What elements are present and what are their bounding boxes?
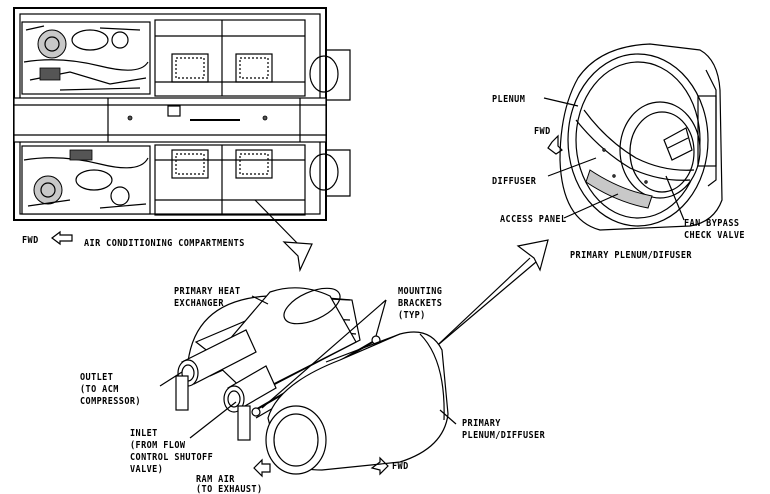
ac-compartments-view <box>13 7 351 273</box>
mounting-brackets-label-line2: BRACKETS <box>398 298 443 309</box>
primary-plenum-difuser-title: PRIMARY PLENUM/DIFUSER <box>570 250 692 261</box>
air-conditioning-compartments-label: AIR CONDITIONING COMPARTMENTS <box>84 238 245 249</box>
plenum-label: PLENUM <box>492 94 526 105</box>
heat-exchanger-assembly <box>159 287 457 478</box>
diffuser-label: DIFFUSER <box>492 176 537 187</box>
fwd-arrow-plenum <box>547 134 563 155</box>
fan-bypass-label-line1: FAN BYPASS <box>684 218 740 229</box>
inlet-label-line4: VALVE) <box>130 464 164 475</box>
fwd-arrow-top-left <box>51 230 73 246</box>
inlet-label-line1: INLET <box>130 428 158 439</box>
fwd-label-top: FWD <box>22 235 39 246</box>
primary-plenum-diffuser-label-line2: PLENUM/DIFFUSER <box>462 430 546 441</box>
access-panel-shape <box>585 169 653 209</box>
primary-heat-exchanger-label-line2: EXCHANGER <box>174 298 224 309</box>
inlet-label-line3: CONTROL SHUTOFF <box>130 452 214 463</box>
inlet-label-line2: (FROM FLOW <box>130 440 186 451</box>
fwd-label-plenum: FWD <box>534 126 551 137</box>
mounting-bracket-1 <box>251 407 261 417</box>
mounting-brackets-label-line3: (TYP) <box>398 310 426 321</box>
outlet-label-line2: (TO ACM <box>80 384 119 395</box>
primary-plenum-diffuser-label-line1: PRIMARY <box>462 418 501 429</box>
lower-pack-heat-exchanger <box>154 144 306 216</box>
fwd-label-bottom: FWD <box>392 461 409 472</box>
plenum-diffuser-detail <box>543 43 723 231</box>
ram-air-arrow <box>253 458 271 478</box>
fwd-arrow-bottom <box>370 456 389 476</box>
callout-arrow-to-heat-exchanger <box>282 241 313 273</box>
ram-air-label-line1: RAM AIR <box>196 474 235 485</box>
outlet-label-line3: COMPRESSOR) <box>80 396 141 407</box>
access-panel-label: ACCESS PANEL <box>500 214 567 225</box>
primary-heat-exchanger-label-line1: PRIMARY HEAT <box>174 286 241 297</box>
ram-air-label-line2: (TO EXHAUST) <box>196 484 263 494</box>
outlet-label-line1: OUTLET <box>80 372 114 383</box>
ram-air-outlet <box>265 405 327 475</box>
mounting-brackets-label-line1: MOUNTING <box>398 286 443 297</box>
callout-leader-to-detail <box>425 239 549 357</box>
fan-bypass-label-line2: CHECK VALVE <box>684 230 745 241</box>
upper-pack-heat-exchanger <box>154 19 306 97</box>
